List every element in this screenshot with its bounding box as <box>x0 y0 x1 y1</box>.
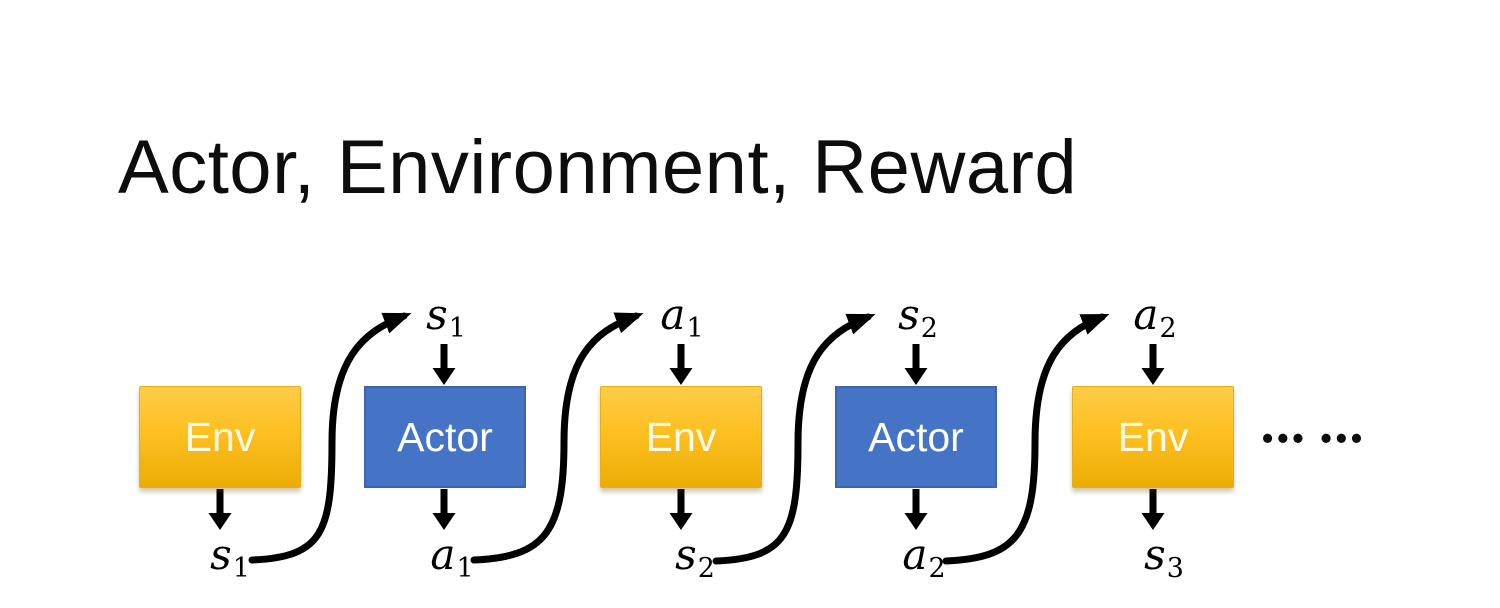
top-label-s2: s2 <box>898 294 938 342</box>
bottom-label-a2: a2 <box>902 534 945 582</box>
label-base: a <box>902 530 928 579</box>
label-subscript: 3 <box>1166 552 1184 584</box>
down-arrow-icon <box>669 489 693 530</box>
continuation-dots: ••• ••• <box>1262 420 1367 456</box>
label-base: s <box>210 530 232 579</box>
slide-title: Actor, Environment, Reward <box>118 125 1078 210</box>
down-arrow-icon <box>208 489 232 530</box>
down-arrow-icon <box>432 344 456 385</box>
label-subscript: 2 <box>1159 312 1177 344</box>
label-base: s <box>426 290 448 339</box>
env-box-1: Env <box>139 386 301 488</box>
label-subscript: 1 <box>448 312 466 344</box>
down-arrow-icon <box>904 489 928 530</box>
label-subscript: 2 <box>920 312 938 344</box>
actor-box-label: Actor <box>397 413 493 460</box>
bottom-label-s3: s3 <box>1144 534 1184 582</box>
top-label-a2: a2 <box>1133 294 1176 342</box>
actor-box-1: Actor <box>364 386 526 488</box>
top-label-s1: s1 <box>426 294 466 342</box>
down-arrow-icon <box>669 344 693 385</box>
label-subscript: 1 <box>686 312 704 344</box>
label-subscript: 1 <box>456 552 474 584</box>
label-base: s <box>898 290 920 339</box>
label-subscript: 2 <box>928 552 946 584</box>
label-subscript: 1 <box>232 552 250 584</box>
env-box-3: Env <box>1072 386 1234 488</box>
env-box-label: Env <box>184 413 256 460</box>
label-base: a <box>430 530 456 579</box>
bottom-label-s2: s2 <box>675 534 715 582</box>
env-box-label: Env <box>645 413 717 460</box>
label-base: a <box>1133 290 1159 339</box>
bottom-label-s1: s1 <box>210 534 250 582</box>
env-box-2: Env <box>600 386 762 488</box>
actor-box-2: Actor <box>835 386 997 488</box>
down-arrow-icon <box>1141 344 1165 385</box>
down-arrow-icon <box>904 344 928 385</box>
env-box-label: Env <box>1117 413 1189 460</box>
top-label-a1: a1 <box>660 294 703 342</box>
down-arrow-icon <box>432 489 456 530</box>
label-base: s <box>1144 530 1166 579</box>
label-base: a <box>660 290 686 339</box>
bottom-label-a1: a1 <box>430 534 473 582</box>
down-arrow-icon <box>1141 489 1165 530</box>
label-base: s <box>675 530 697 579</box>
label-subscript: 2 <box>697 552 715 584</box>
actor-box-label: Actor <box>868 413 964 460</box>
